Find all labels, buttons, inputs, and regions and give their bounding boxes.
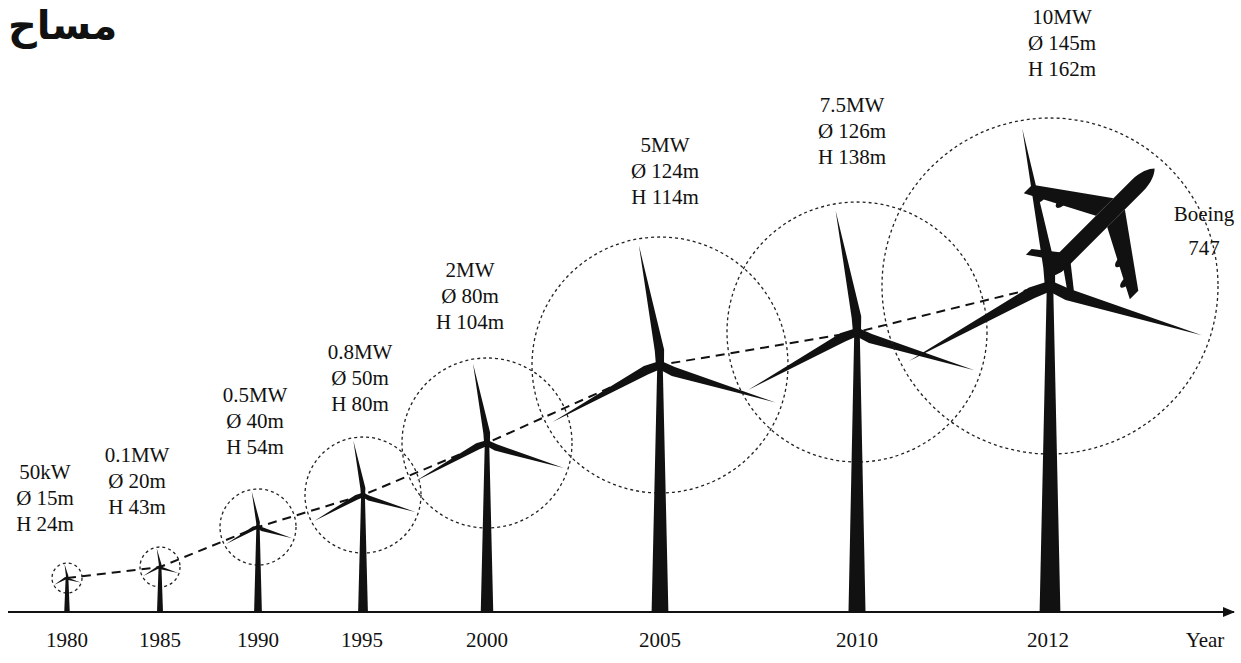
tower [1040, 286, 1061, 612]
blade [362, 493, 415, 512]
turbine-spec: H 43m [108, 495, 166, 519]
axis-label: 1995 [341, 628, 383, 652]
hub [360, 492, 365, 497]
turbine-spec: Ø 50m [331, 366, 389, 390]
axis-label: 2012 [1027, 628, 1069, 652]
turbine-spec: 0.8MW [328, 340, 393, 364]
axis-label: 1980 [46, 628, 88, 652]
blade [909, 282, 1052, 361]
blade [143, 566, 160, 576]
tower [157, 567, 163, 612]
blade [748, 328, 859, 390]
blade [258, 526, 293, 539]
axis-label: 2005 [639, 628, 681, 652]
turbine-spec: H 138m [818, 145, 886, 169]
blade [659, 361, 776, 403]
hub [158, 565, 162, 569]
trend-line [67, 285, 1048, 578]
axis-label: 2010 [836, 628, 878, 652]
hub [1045, 281, 1055, 291]
tower [652, 365, 669, 612]
blade [553, 361, 662, 422]
blade [639, 245, 664, 366]
turbine-spec: H 54m [226, 435, 284, 459]
turbine-spec: H 104m [436, 310, 504, 334]
axis-label: Year [1186, 628, 1225, 652]
turbine-spec: Ø 40m [226, 409, 284, 433]
turbine-spec: Ø 80m [441, 284, 499, 308]
turbine-spec: Ø 145m [1028, 31, 1096, 55]
blade [836, 210, 862, 332]
blade [353, 441, 365, 496]
turbine-spec: 0.1MW [105, 443, 170, 467]
turbine-spec: Ø 15m [16, 486, 74, 510]
turbine-spec: H 80m [331, 392, 389, 416]
tower [254, 527, 262, 612]
hub [656, 361, 664, 369]
turbine-spec: Ø 124m [631, 159, 699, 183]
blade [416, 440, 489, 481]
axis-label: 2000 [466, 628, 508, 652]
blade [65, 564, 69, 578]
tower [64, 578, 70, 612]
blade [226, 526, 259, 544]
blade [473, 364, 490, 444]
turbine-spec: 50kW [19, 460, 70, 484]
hub [65, 576, 69, 580]
turbine-spec: 10MW [1032, 5, 1092, 29]
tower [358, 495, 368, 612]
turbines [52, 118, 1218, 612]
blade [252, 491, 260, 527]
turbine-spec: Ø 126m [818, 119, 886, 143]
hub [256, 525, 261, 530]
turbine-spec: H 162m [1028, 57, 1096, 81]
turbine-spec: 0.5MW [223, 383, 288, 407]
blade [157, 548, 162, 567]
tower [849, 332, 866, 612]
aircraft-label: Boeing 747 [1172, 197, 1236, 265]
turbine-spec: H 24m [16, 512, 74, 536]
blade [160, 566, 179, 573]
heading: مساح [8, 2, 117, 48]
tower [481, 443, 494, 612]
turbine-spec: 5MW [641, 133, 690, 157]
blade [486, 440, 564, 468]
turbine-spec: 2MW [446, 258, 495, 282]
axis-label: 1985 [139, 628, 181, 652]
blade [314, 493, 364, 521]
hub [484, 440, 490, 446]
hub [853, 328, 861, 336]
turbine-spec: 7.5MW [820, 93, 885, 117]
turbine-spec: Ø 20m [108, 469, 166, 493]
turbine-spec: H 114m [631, 185, 698, 209]
axis-label: 1990 [237, 628, 279, 652]
